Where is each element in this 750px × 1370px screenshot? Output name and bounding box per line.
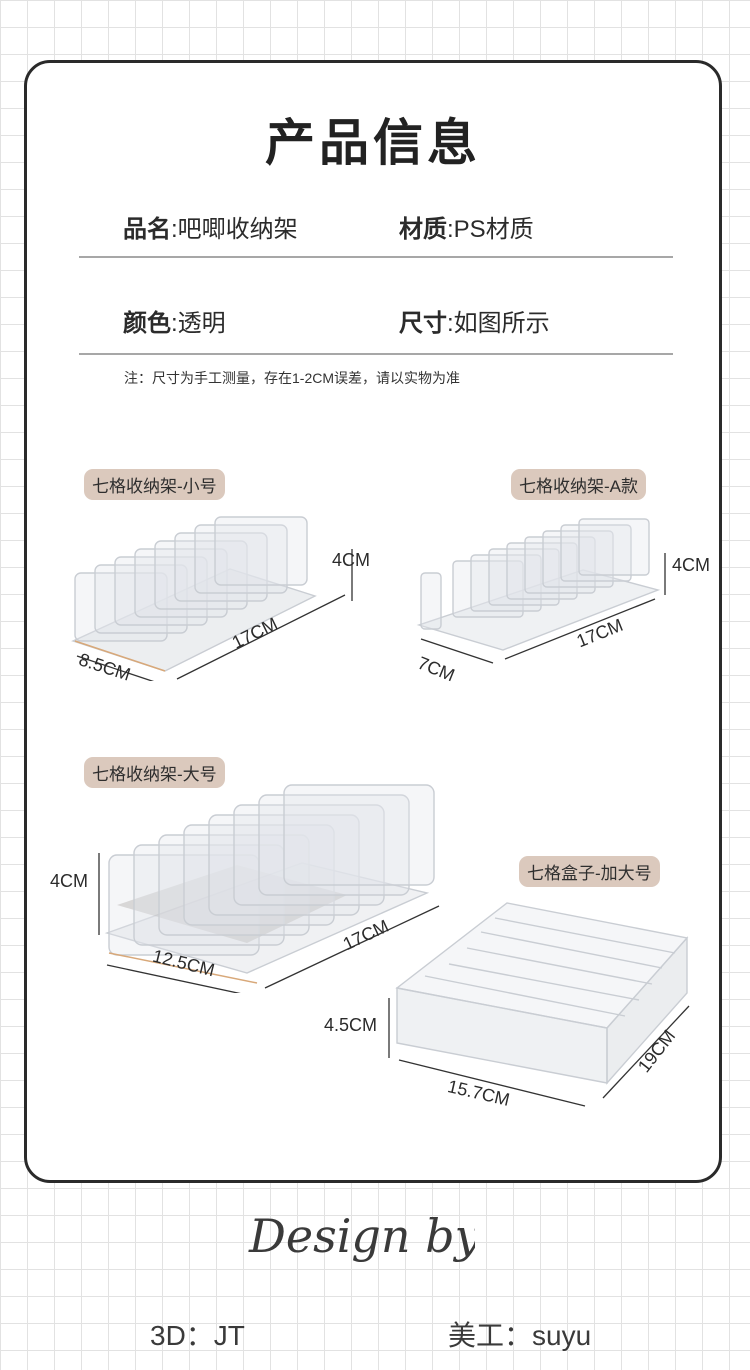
rack-a-illustration <box>416 518 666 664</box>
signature-text: Design by <box>248 1209 475 1263</box>
divider-1 <box>79 256 673 258</box>
info-size: 尺寸:如图所示 <box>399 310 550 337</box>
rack-small-illustration <box>71 516 353 681</box>
info-size-key: 尺寸 <box>399 310 447 337</box>
info-name: 品名:吧唧收纳架 <box>123 216 298 243</box>
info-name-key: 品名 <box>123 216 171 243</box>
dim-box-height: 4.5CM <box>324 1015 378 1035</box>
info-material-key: 材质 <box>399 216 447 243</box>
design-by-signature: Design by <box>248 1209 475 1263</box>
product-label-box: 七格盒子-加大号 <box>519 856 660 887</box>
info-color: 颜色:透明 <box>123 310 226 337</box>
dim-large-height: 4CM <box>50 871 89 891</box>
rack-large-illustration <box>98 784 440 993</box>
dim-a-height: 4CM <box>672 555 711 575</box>
measurement-note: 注：尺寸为手工测量，存在1-2CM误差，请以实物为准 <box>124 370 461 386</box>
page-title: 产品信息 <box>265 115 481 171</box>
divider-2 <box>79 353 673 355</box>
info-material: 材质:PS材质 <box>399 216 534 243</box>
info-name-value: 吧唧收纳架 <box>177 216 298 243</box>
product-label-large: 七格收纳架-大号 <box>84 757 225 788</box>
product-label-a: 七格收纳架-A款 <box>511 469 646 500</box>
info-size-value: 如图所示 <box>453 310 550 337</box>
info-color-value: 透明 <box>177 310 226 337</box>
box-xl-illustration <box>388 902 690 1107</box>
product-info-card: 产品信息 品名:吧唧收纳架 材质:PS材质 颜色:透明 尺寸:如图所示 注：尺寸… <box>24 60 722 1183</box>
credit-3d: 3D：JT <box>150 1320 245 1351</box>
credit-artist: 美工：suyu <box>448 1320 592 1351</box>
info-color-key: 颜色 <box>123 310 171 337</box>
product-label-small: 七格收纳架-小号 <box>84 469 225 500</box>
dim-small-height: 4CM <box>332 550 371 570</box>
info-material-value: PS材质 <box>453 216 534 243</box>
